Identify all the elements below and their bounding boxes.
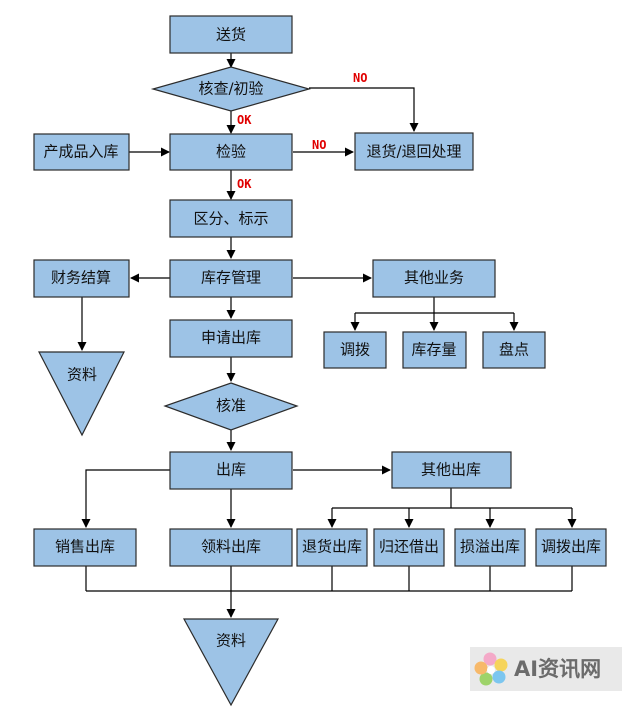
edge-label-no-inspect: NO	[312, 138, 326, 152]
node-outbound: 出库	[169, 451, 293, 490]
node-return-out-label: 退货出库	[302, 538, 362, 556]
node-stock-qty: 库存量	[402, 331, 467, 369]
edge-label-no-check: NO	[353, 71, 367, 85]
node-stocktake: 盘点	[482, 331, 546, 369]
connectors	[77, 53, 577, 618]
node-stock-qty-label: 库存量	[411, 341, 456, 359]
node-data-top-label: 资料	[67, 366, 97, 384]
node-apply-out-label: 申请出库	[201, 329, 261, 347]
node-inventory-label: 库存管理	[201, 269, 261, 287]
node-data-top: 资料	[38, 351, 125, 437]
node-return-handle: 退货/退回处理	[354, 132, 474, 171]
node-other-out-label: 其他出库	[421, 461, 481, 479]
edge-label-ok-check: OK	[237, 113, 252, 127]
node-inspect: 检验	[169, 133, 293, 171]
node-deliver: 送货	[169, 15, 293, 54]
node-other-business-label: 其他业务	[404, 269, 464, 287]
node-approve-label: 核准	[216, 397, 246, 415]
node-approve: 核准	[163, 382, 299, 431]
edge-label-ok-inspect: OK	[237, 177, 252, 191]
node-transfer-out-label: 调拨出库	[541, 538, 601, 556]
node-loan-return-out: 归还借出	[373, 528, 445, 567]
node-sale-out: 销售出库	[33, 528, 137, 567]
node-product-in-label: 产成品入库	[43, 143, 118, 161]
node-check-initial-label: 核查/初验	[198, 80, 263, 98]
node-transfer-out: 调拨出库	[535, 528, 607, 567]
watermark-background	[470, 647, 622, 691]
node-sale-out-label: 销售出库	[55, 538, 115, 556]
node-loss-out: 损溢出库	[454, 528, 526, 567]
node-stocktake-label: 盘点	[499, 341, 529, 359]
node-inspect-label: 检验	[216, 143, 246, 161]
edge-check-return	[309, 87, 419, 132]
node-product-in: 产成品入库	[33, 133, 130, 171]
flower-logo-icon	[474, 652, 508, 686]
node-loan-return-out-label: 归还借出	[379, 538, 439, 556]
node-transfer-label: 调拨	[340, 341, 370, 359]
node-check-initial: 核查/初验	[150, 66, 312, 112]
node-inventory: 库存管理	[169, 259, 293, 298]
node-loss-out-label: 损溢出库	[460, 538, 520, 556]
node-other-business: 其他业务	[372, 259, 496, 298]
node-data-bottom: 资料	[182, 618, 280, 707]
node-data-bottom-label: 资料	[216, 632, 246, 650]
watermark-text: AI资讯网	[514, 657, 601, 681]
node-transfer: 调拨	[323, 331, 387, 369]
watermark: AI资讯网	[470, 647, 622, 691]
nodes: 送货 核查/初验 产成品入库 检验 退货/退回处理 区分、标示 财务结算 库存	[33, 15, 607, 707]
node-deliver-label: 送货	[216, 26, 246, 44]
node-return-handle-label: 退货/退回处理	[366, 143, 461, 161]
node-material-out: 领料出库	[169, 528, 293, 567]
node-classify: 区分、标示	[169, 199, 293, 238]
edge-outbound-sale	[81, 469, 170, 528]
node-classify-label: 区分、标示	[193, 210, 268, 228]
node-other-out: 其他出库	[391, 451, 512, 489]
node-outbound-label: 出库	[216, 461, 246, 479]
edge-labels: NO OK NO OK	[237, 71, 367, 191]
node-apply-out: 申请出库	[169, 319, 293, 358]
node-return-out: 退货出库	[296, 528, 368, 567]
node-finance-label: 财务结算	[51, 269, 111, 287]
node-material-out-label: 领料出库	[201, 538, 261, 556]
node-finance: 财务结算	[33, 259, 130, 298]
